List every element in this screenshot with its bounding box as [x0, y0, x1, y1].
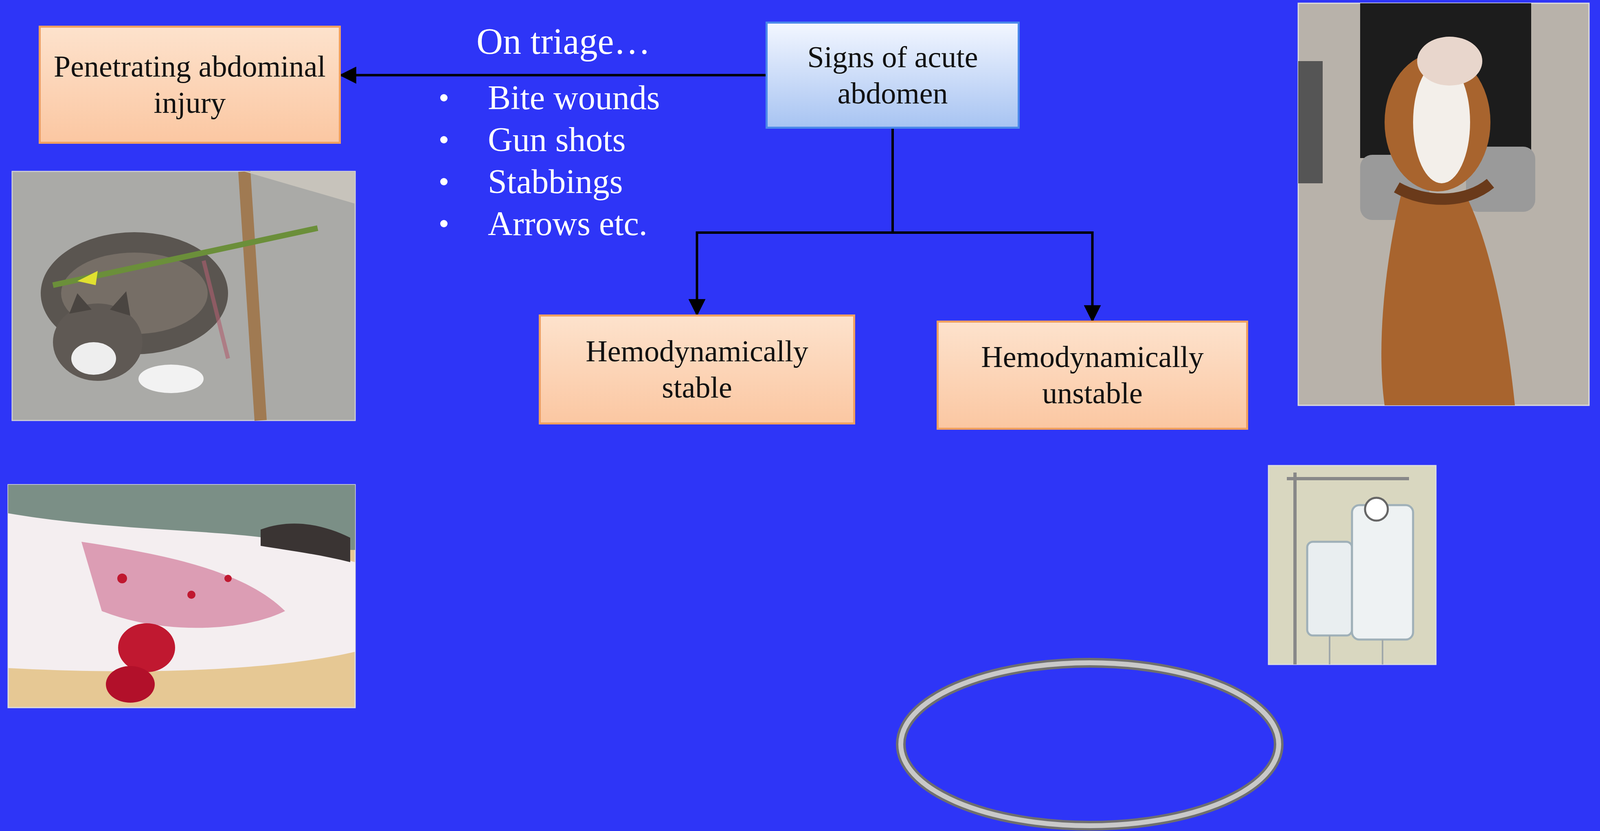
- list-item: Bite wounds: [487, 78, 660, 118]
- cat-photo-part: [12, 171, 356, 421]
- fluid-bags-photo-part: [1365, 497, 1388, 521]
- cat-photo-part: [71, 342, 117, 375]
- empty-ellipse: [900, 662, 1279, 826]
- outcome-box: Hemodynamically stable: [538, 314, 856, 425]
- connector-arrow: [697, 128, 894, 315]
- wound-photo-part: [187, 590, 196, 599]
- heading-note: On triage…: [476, 20, 651, 63]
- box-text: Hemodynamically unstable: [949, 338, 1236, 412]
- cat-photo-part: [244, 171, 356, 204]
- fluid-bags-photo-part: [1268, 465, 1436, 665]
- fluid-bags-photo-part: [1381, 639, 1384, 665]
- cat-photo-part: [52, 228, 318, 286]
- cat-photo-part: [69, 291, 131, 316]
- connector-arrow: [340, 74, 766, 77]
- outcome-box: Penetrating abdominal injury: [38, 25, 341, 144]
- wound-photo-part: [117, 573, 128, 584]
- connector-arrow: [892, 128, 1093, 321]
- dog-photo: [1298, 3, 1590, 406]
- wound-photo-part: [118, 623, 176, 672]
- start-box: Signs of acute abdomen: [765, 21, 1020, 129]
- wound-photo-part: [224, 574, 232, 582]
- dog-photo-part: [1298, 61, 1323, 184]
- empty-ellipse-part: [900, 662, 1279, 826]
- cat-photo-part: [12, 171, 356, 421]
- bullet-dots-part: [440, 177, 448, 186]
- cat-photo-part: [77, 270, 98, 286]
- wound-photo: [8, 484, 356, 708]
- bullet-dots-part: [440, 136, 448, 144]
- list-item: Stabbings: [487, 162, 623, 202]
- fluid-bags-photo-part: [1328, 635, 1331, 665]
- cat-photo-part: [203, 260, 229, 359]
- fluid-bags-photo-part: [1307, 541, 1352, 636]
- list-item: Arrows etc.: [487, 204, 648, 244]
- fluid-bags-photo-part: [1351, 504, 1414, 640]
- fluid-bags-photo: [1268, 465, 1436, 665]
- bullet-dots-part: [440, 94, 448, 102]
- empty-ellipse-part: [900, 662, 1279, 826]
- box-text: Signs of acute abdomen: [778, 39, 1008, 112]
- wound-photo-part: [8, 513, 356, 672]
- box-text: Penetrating abdominal injury: [51, 48, 329, 121]
- dog-photo-part: [1417, 36, 1483, 86]
- wound-photo-part: [8, 484, 356, 708]
- dog-photo-part: [1396, 183, 1491, 200]
- dog-photo-part: [1298, 3, 1590, 406]
- fluid-bags-photo-part: [1293, 472, 1297, 665]
- cat-photo-part: [244, 171, 261, 421]
- outcome-box: Hemodynamically unstable: [936, 320, 1249, 430]
- bullet-dots: [440, 94, 448, 228]
- wound-photo-part: [260, 523, 351, 562]
- fluid-bags-photo-part: [1286, 476, 1410, 481]
- box-text: Hemodynamically stable: [551, 333, 843, 406]
- bullet-dots-part: [440, 219, 448, 228]
- dog-photo-part: [1381, 195, 1515, 406]
- cat-photo-part: [138, 364, 204, 393]
- list-item: Gun shots: [487, 120, 626, 160]
- cat-photo: [12, 171, 356, 421]
- wound-photo-part: [81, 541, 286, 628]
- wound-photo-part: [105, 665, 155, 703]
